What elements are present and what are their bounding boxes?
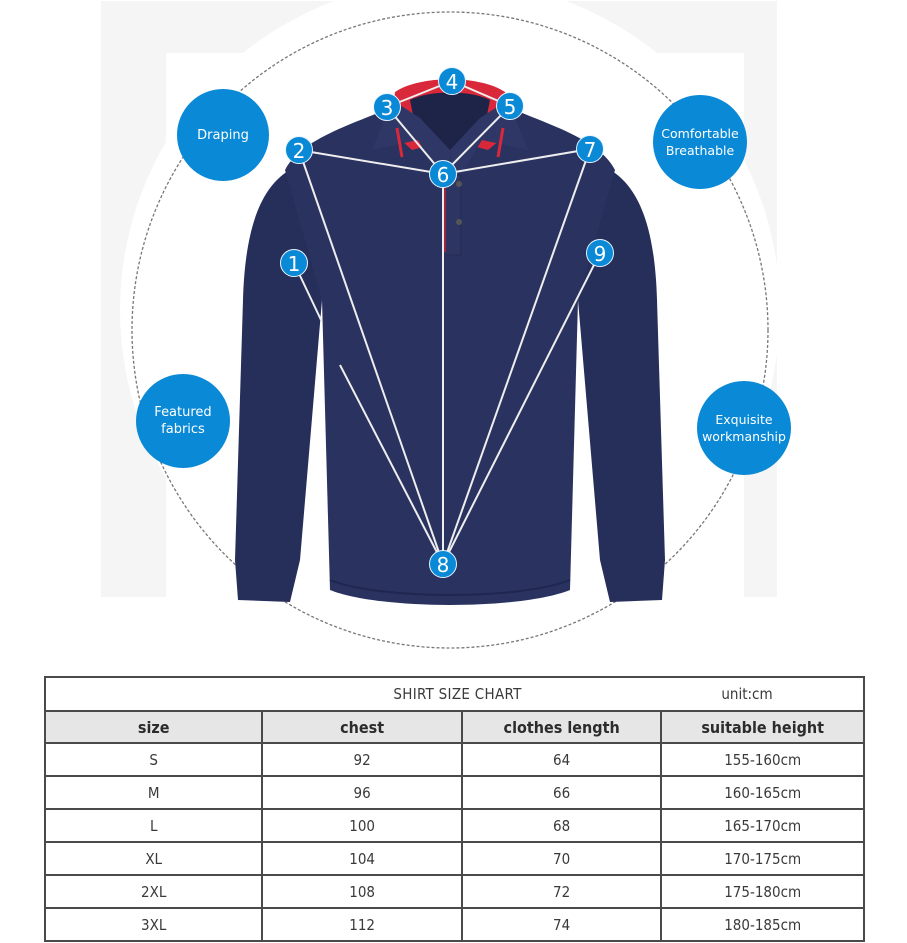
- product-hero: Draping Comfortable Breathable Featured …: [131, 11, 791, 649]
- feature-badge-featured-fabrics: Featured fabrics: [136, 374, 230, 468]
- collar-left-flap: [372, 100, 450, 190]
- feature-badge-draping: Draping: [177, 89, 269, 181]
- button-icon: [456, 219, 462, 225]
- cell-size: 3XL: [43, 907, 264, 942]
- measurement-marker-2: 2: [285, 136, 313, 164]
- measurement-marker-3: 3: [373, 93, 401, 121]
- cell-size: 2XL: [43, 874, 264, 909]
- size-chart-header-row: size chest clothes length suitable heigh…: [43, 710, 865, 744]
- measurement-marker-9: 9: [586, 239, 614, 267]
- cell-chest: 112: [261, 907, 463, 942]
- column-header-clothes-length: clothes length: [460, 710, 663, 744]
- shirt-body: [285, 110, 615, 605]
- column-header-suitable-height: suitable height: [660, 710, 865, 744]
- table-row: M 96 66 160-165cm: [43, 775, 865, 810]
- cell-size: XL: [43, 841, 264, 876]
- cell-chest: 92: [261, 742, 463, 777]
- cell-suitable-height: 180-185cm: [660, 907, 865, 942]
- measurement-marker-7: 7: [576, 135, 604, 163]
- cell-chest: 100: [261, 808, 463, 843]
- cell-chest: 104: [261, 841, 463, 876]
- dashed-orbit-circle: [131, 11, 769, 649]
- table-row: 3XL 112 74 180-185cm: [43, 907, 865, 942]
- cell-suitable-height: 160-165cm: [660, 775, 865, 810]
- column-header-chest: chest: [261, 710, 463, 744]
- cell-chest: 108: [261, 874, 463, 909]
- cell-suitable-height: 175-180cm: [660, 874, 865, 909]
- measurement-marker-5: 5: [496, 92, 524, 120]
- measurement-lines: [293, 80, 601, 565]
- cell-suitable-height: 155-160cm: [660, 742, 865, 777]
- size-chart-table: SHIRT SIZE CHART unit:cm size chest clot…: [43, 676, 865, 942]
- measurement-marker-6: 6: [429, 160, 457, 188]
- measurement-marker-8: 8: [429, 550, 457, 578]
- measurement-marker-4: 4: [438, 67, 466, 95]
- feature-badge-exquisite-workmanship: Exquisite workmanship: [697, 381, 791, 475]
- size-chart-unit: unit:cm: [721, 685, 773, 703]
- size-chart-title: SHIRT SIZE CHART: [393, 685, 522, 703]
- size-chart-title-row: SHIRT SIZE CHART unit:cm: [44, 676, 865, 712]
- cell-clothes-length: 70: [460, 841, 663, 876]
- cell-chest: 96: [261, 775, 463, 810]
- column-header-size: size: [43, 710, 264, 744]
- table-row: XL 104 70 170-175cm: [43, 841, 865, 876]
- cell-clothes-length: 68: [460, 808, 663, 843]
- table-row: 2XL 108 72 175-180cm: [43, 874, 865, 909]
- table-row: S 92 64 155-160cm: [43, 742, 865, 777]
- cell-clothes-length: 64: [460, 742, 663, 777]
- collar-right-flap: [450, 100, 528, 190]
- button-icon: [456, 181, 462, 187]
- cell-suitable-height: 170-175cm: [660, 841, 865, 876]
- cell-suitable-height: 165-170cm: [660, 808, 865, 843]
- shirt-illustration: [131, 11, 769, 649]
- measurement-marker-1: 1: [280, 249, 308, 277]
- right-sleeve: [578, 165, 665, 602]
- cell-size: L: [43, 808, 264, 843]
- cell-clothes-length: 72: [460, 874, 663, 909]
- table-row: L 100 68 165-170cm: [43, 808, 865, 843]
- cell-clothes-length: 74: [460, 907, 663, 942]
- cell-clothes-length: 66: [460, 775, 663, 810]
- cell-size: S: [43, 742, 264, 777]
- cell-size: M: [43, 775, 264, 810]
- feature-badge-comfortable-breathable: Comfortable Breathable: [653, 95, 747, 189]
